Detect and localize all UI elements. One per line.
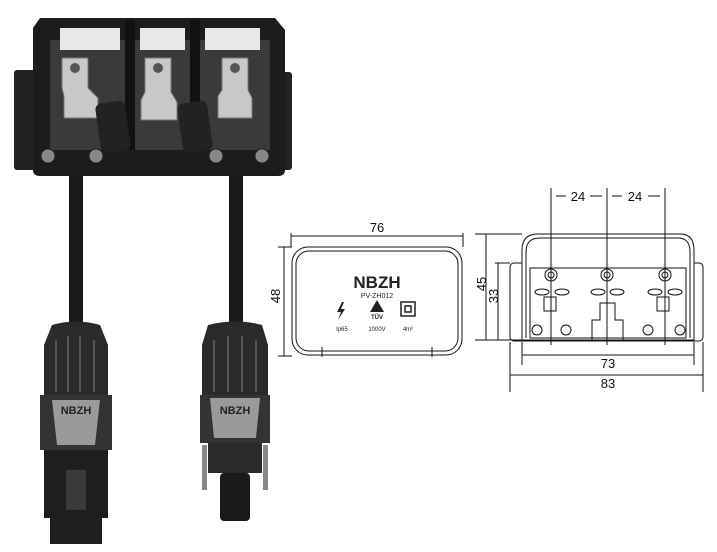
top-width-label: 76 xyxy=(370,220,384,235)
connector-brand-left: NBZH xyxy=(61,405,92,417)
outer-width-label: 83 xyxy=(601,376,615,391)
rating-voltage: 1000V xyxy=(368,327,385,333)
connector-brand-right: NBZH xyxy=(220,405,251,417)
connector-right: NBZH xyxy=(200,321,270,521)
pitch-label-left: 24 xyxy=(571,189,585,204)
model-label: PV-ZH012 xyxy=(361,293,393,300)
rating-ip65: Ip65 xyxy=(336,327,348,333)
top-height-label: 48 xyxy=(268,289,283,303)
tuv-mark: TÜV xyxy=(371,314,383,321)
connector-left: NBZH xyxy=(40,321,112,544)
tuv-triangle-icon xyxy=(370,300,384,312)
junction-box-photo xyxy=(14,18,292,176)
cable-right xyxy=(229,174,243,334)
inside-view-drawing xyxy=(475,188,704,392)
double-insulation-icon xyxy=(400,301,416,317)
brand-label: NBZH xyxy=(353,273,400,292)
rating-section: 4m² xyxy=(403,327,413,333)
inner-height-label: 33 xyxy=(486,289,501,303)
pitch-label-right: 24 xyxy=(628,189,642,204)
cable-left xyxy=(69,174,83,334)
outer-height-label: 45 xyxy=(474,277,489,291)
top-view-drawing xyxy=(278,233,464,357)
lightning-icon xyxy=(337,302,345,320)
inner-width-label: 73 xyxy=(601,356,615,371)
